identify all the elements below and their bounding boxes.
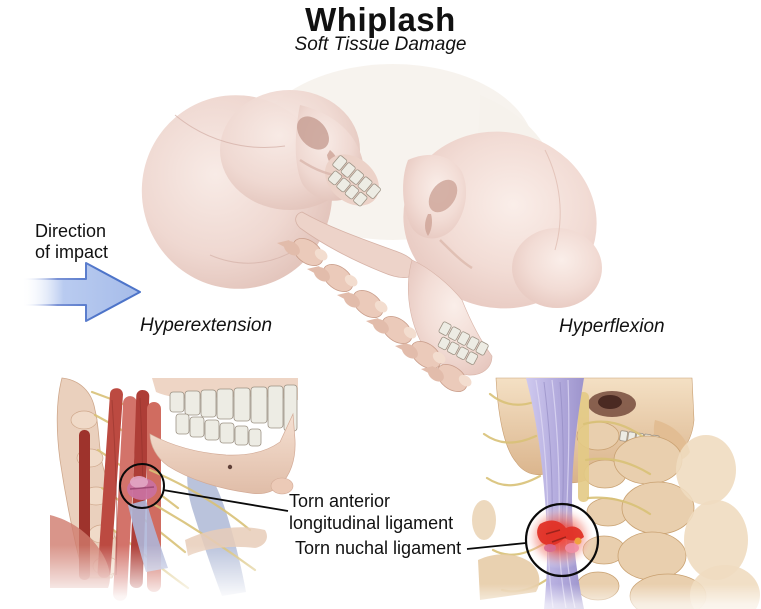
muscle-strip <box>97 388 123 578</box>
nasal-opening <box>425 214 432 236</box>
fade-overlay <box>44 545 304 609</box>
hyperflexion-label: Hyperflexion <box>559 316 665 337</box>
suture-line <box>544 149 561 251</box>
teeth-rows <box>437 321 489 365</box>
torn-anterior-ligament-line1: Torn anterior <box>289 491 391 511</box>
direction-of-impact-line1: Direction <box>35 221 107 241</box>
nerve <box>582 420 644 438</box>
occiput <box>512 228 602 308</box>
nerve <box>586 496 652 516</box>
nerve <box>482 432 538 444</box>
suture-line <box>209 249 296 264</box>
inflamed-tissue <box>565 543 579 553</box>
torn-nuchal-ligament <box>537 520 584 546</box>
lower-teeth <box>175 413 262 447</box>
mandible <box>295 211 417 278</box>
vertebra-mass <box>617 531 687 581</box>
annotation-circle-anterior-ligament <box>119 463 165 509</box>
nerve <box>488 392 536 406</box>
eye-socket <box>297 116 329 150</box>
fade-overlay <box>476 584 761 609</box>
ligament-highlight <box>130 476 148 488</box>
vertebra-mass <box>676 435 736 505</box>
neck-posterior-view <box>472 377 761 609</box>
skull-shadow <box>598 395 622 409</box>
direction-of-impact-line2: of impact <box>35 242 109 262</box>
cervical-vertebrae-chain <box>276 238 472 392</box>
page-subtitle: Soft Tissue Damage <box>294 34 467 55</box>
ligament-tear-line <box>129 486 155 490</box>
ligamentum-flavum <box>578 392 589 502</box>
leader-line-anterior-ligament <box>162 489 289 512</box>
hyperextension-label: Hyperextension <box>140 315 273 336</box>
neck-lateral-view <box>44 377 304 609</box>
direction-of-impact-label: Direction of impact <box>35 221 108 263</box>
torn-nuchal-ligament-label: Torn nuchal ligament <box>295 538 462 558</box>
chin <box>270 477 294 495</box>
direction-of-impact-arrow <box>21 262 141 322</box>
page-title: Whiplash <box>305 1 456 38</box>
hyperextension-skull <box>141 90 417 289</box>
vertebra <box>70 410 98 430</box>
zygomatic-arch <box>439 239 473 270</box>
torn-anterior-ligament-line2: longitudinal ligament <box>289 513 454 533</box>
torn-anterior-ligament-label: Torn anterior longitudinal ligament <box>289 490 453 534</box>
leader-line-nuchal-ligament <box>466 542 527 550</box>
suture-line <box>174 114 286 149</box>
eye-socket <box>428 179 458 213</box>
teeth-rows <box>327 155 381 207</box>
annotation-circle-nuchal-ligament <box>524 502 600 578</box>
nerve <box>485 474 542 487</box>
vertebra-mass <box>613 435 683 485</box>
nerve <box>584 457 652 476</box>
shoulder-bone <box>472 500 496 540</box>
inflamed-tissue <box>574 537 582 545</box>
upper-teeth <box>169 384 298 432</box>
inflamed-tissue <box>544 544 556 552</box>
vertebra-mass <box>684 500 748 580</box>
tear-crevice <box>545 529 567 543</box>
mental-foramen <box>227 464 233 470</box>
